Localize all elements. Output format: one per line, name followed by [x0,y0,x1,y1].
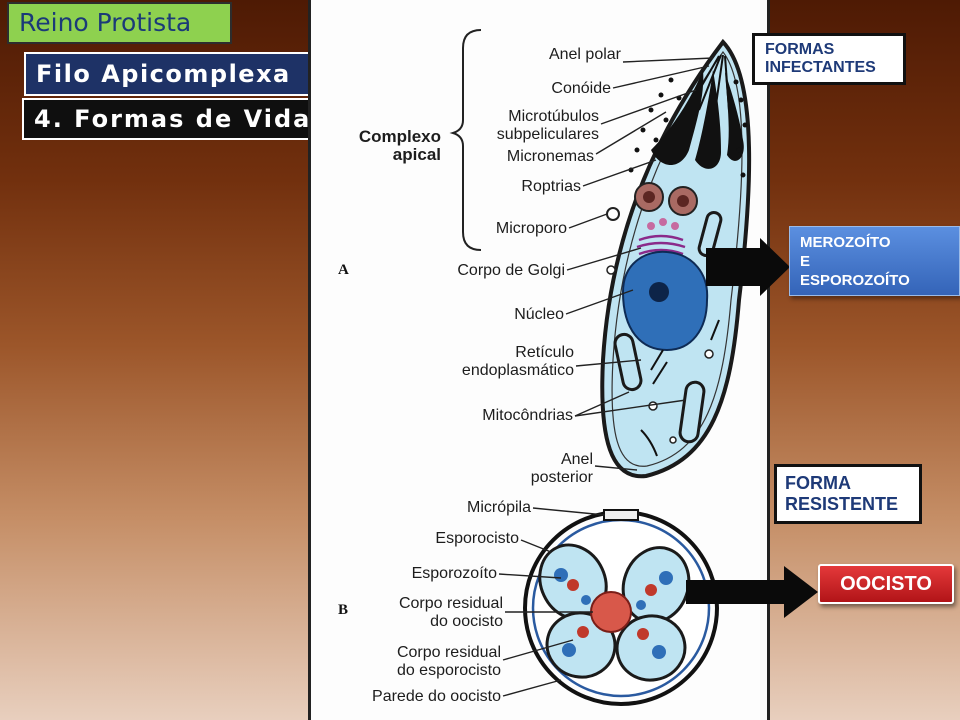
apicomplexa-diagram [449,29,752,706]
golgi-body [636,234,686,256]
inner-membrane [611,50,743,467]
callout-formas-text: FORMAS INFECTANTES [765,41,876,76]
leader-lines-b [498,507,606,697]
nucleolus [649,282,669,302]
sporocyst-residual-bodies [567,579,657,640]
arrow-to-oocisto [686,566,818,618]
rhoptries [651,70,744,169]
micronemes [628,77,748,178]
leader-lines-a [565,57,714,471]
oocyst-residual-body [590,591,632,633]
phylum-subtitle: Filo Apicomplexa [24,52,322,96]
label-parede-oocisto: Parede do oocisto [372,688,501,705]
callout-forma-resistente: FORMA RESISTENTE [774,464,922,524]
oocisto-button[interactable]: OOCISTO [818,564,954,604]
label-letter-b: B [338,602,349,618]
apical-complex-bracket [449,29,482,251]
callout-merozoito: MEROZOÍTO E ESPOROZOÍTO [789,226,960,296]
label-complexo-apical: Complexo apical [358,127,441,164]
label-roptrias: Roptrias [521,178,581,195]
label-micronemas: Micronemas [506,148,594,165]
label-anel-posterior: Anel posterior [530,451,593,486]
slide-title: Reino Protista [7,2,232,44]
sporozoite-nuclei [554,568,673,659]
callout-forma-text: FORMA RESISTENTE [785,473,899,514]
callout-merozoito-text: MEROZOÍTO E ESPOROZOÍTO [800,234,910,289]
section-subtitle: 4. Formas de Vida [22,98,324,140]
label-microtubulos: Microtúbulos subpeliculares [496,108,599,143]
label-corpo-residual-oocisto: Corpo residual do oocisto [398,595,503,630]
label-nucleo: Núcleo [514,306,564,323]
nucleus [621,250,709,352]
callout-formas-infectantes: FORMAS INFECTANTES [752,33,906,85]
micropore [606,207,620,221]
label-mitocondrias: Mitocôndrias [482,407,573,424]
label-esporocisto: Esporocisto [435,530,519,547]
label-microporo: Microporo [495,220,567,237]
diagram-panel: A B Complexo apical Anel polar Conóide M… [308,0,770,720]
golgi-vesicles [647,218,679,230]
label-conoide: Conóide [551,80,611,97]
endoplasmic-reticulum [640,319,720,457]
label-esporozoito: Esporozoíto [411,565,497,582]
micropyle [603,509,639,521]
label-anel-polar: Anel polar [548,46,621,63]
label-corpo-golgi: Corpo de Golgi [457,262,565,279]
label-micropila: Micrópila [466,499,531,516]
arrow-to-merozoito [706,238,790,296]
label-reticulo: Retículo endoplasmático [461,344,574,379]
label-corpo-residual-esporocisto: Corpo residual do esporocisto [396,644,501,679]
label-letter-a: A [338,262,349,278]
